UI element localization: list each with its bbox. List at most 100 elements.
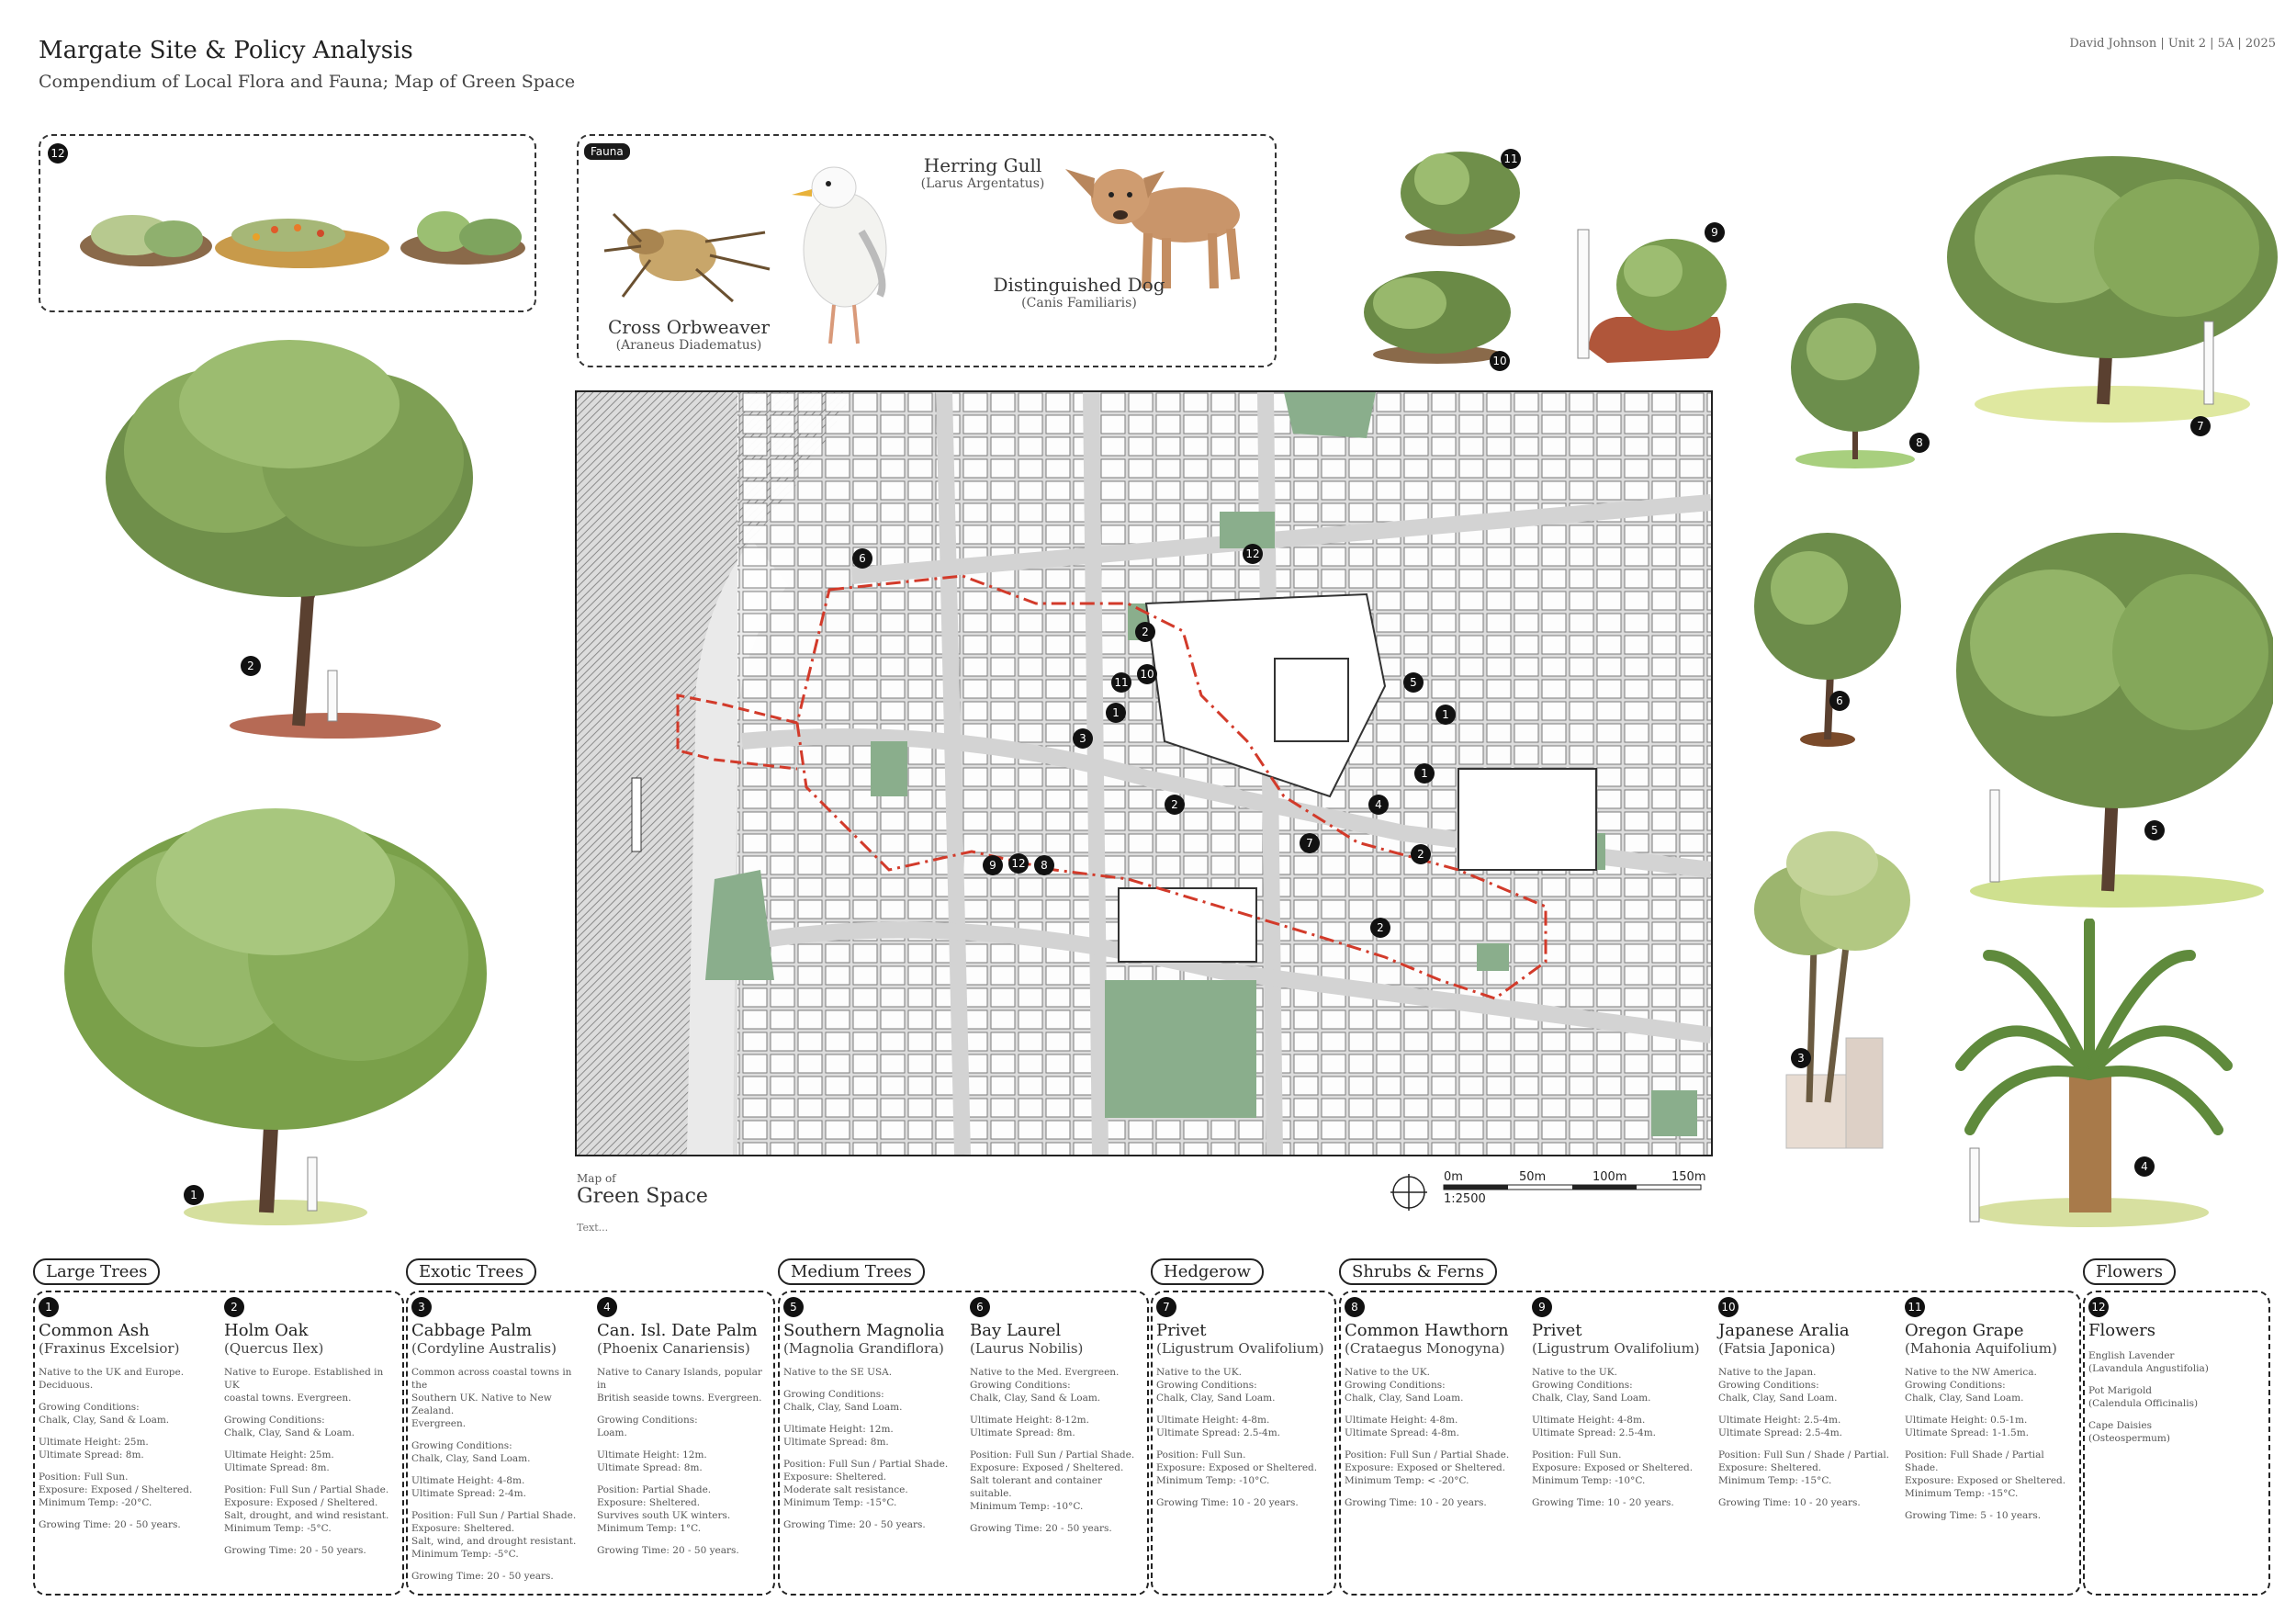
map-marker[interactable]: 8 (1034, 855, 1054, 875)
japanese-aralia-illustration (1364, 271, 1511, 364)
species-number: 12 (2088, 1297, 2109, 1317)
date-palm-illustration (1955, 919, 2233, 1227)
species-position: Position: Full Sun / Partial Shade. Expo… (783, 1459, 949, 1508)
species-size: Ultimate Height: 4-8m. Ultimate Spread: … (1345, 1415, 1459, 1438)
species-conditions: Growing Conditions: Chalk, Clay, Sand & … (224, 1415, 355, 1438)
gull-name: Herring Gull (923, 154, 1042, 176)
privet-marker-9: 9 (1705, 222, 1725, 242)
species-growing: Growing Time: 10 - 20 years. (1345, 1497, 1487, 1508)
bay-laurel-illustration (1754, 533, 1901, 747)
species-native: Native to the Japan. Growing Conditions:… (1718, 1367, 1838, 1404)
map-marker[interactable]: 2 (1165, 795, 1185, 815)
map-marker[interactable]: 5 (1403, 672, 1424, 693)
section-medium-trees: Medium Trees (778, 1258, 925, 1285)
species-latin: (Ligustrum Ovalifolium) (1156, 1340, 1324, 1357)
species-latin: (Laurus Nobilis) (970, 1340, 1084, 1357)
common-ash-marker: 1 (184, 1185, 204, 1205)
species-entry-flowers: 12 Flowers English Lavender (Lavandula A… (2088, 1297, 2263, 1454)
species-name: Privet (1532, 1321, 1582, 1340)
species-native: Native to the UK. Growing Conditions: Ch… (1345, 1367, 1464, 1404)
dog-latin: (Canis Familiaris) (1021, 296, 1137, 310)
spider-latin: (Araneus Diadematus) (615, 338, 762, 353)
map-marker[interactable]: 2 (1411, 844, 1431, 864)
species-number: 7 (1156, 1297, 1176, 1317)
species-number: 6 (970, 1297, 990, 1317)
fauna-box: Fauna Cross Orbweaver (Araneus Diadematu… (577, 134, 1277, 367)
map-marker[interactable]: 7 (1300, 833, 1320, 853)
flowers-box: 12 (39, 134, 536, 312)
species-entry-cabbage-palm: 3 Cabbage Palm (Cordyline Australis) Com… (411, 1297, 586, 1592)
species-size: Ultimate Height: 12m. Ultimate Spread: 8… (597, 1449, 707, 1473)
species-number: 10 (1718, 1297, 1739, 1317)
species-name: Common Ash (39, 1321, 150, 1340)
map-marker[interactable]: 1 (1414, 763, 1435, 784)
species-growing: Growing Time: 20 - 50 years. (970, 1523, 1112, 1534)
species-native: Native to Canary Islands, popular in Bri… (597, 1367, 762, 1404)
species-size: Ultimate Height: 8-12m. Ultimate Spread:… (970, 1415, 1089, 1438)
hawthorn-marker: 8 (1909, 433, 1930, 453)
dog-name: Distinguished Dog (993, 274, 1165, 296)
card-medium-trees (778, 1291, 1149, 1596)
species-conditions: Growing Conditions: Chalk, Clay, Sand Lo… (411, 1440, 531, 1464)
species-position: Position: Partial Shade. Exposure: Shelt… (597, 1484, 731, 1534)
southern-magnolia-marker: 5 (2144, 820, 2165, 840)
species-entry-holm-oak: 2 Holm Oak (Quercus Ilex) Native to Euro… (224, 1297, 399, 1566)
species-size: Ultimate Height: 4-8m. Ultimate Spread: … (1156, 1415, 1280, 1438)
map-marker[interactable]: 9 (983, 855, 1003, 875)
species-entry-common-hawthorn: 8 Common Hawthorn (Crataegus Monogyna) N… (1345, 1297, 1519, 1518)
species-entry-privet-shrub: 9 Privet (Ligustrum Ovalifolium) Native … (1532, 1297, 1706, 1518)
species-position: Position: Full Sun / Partial Shade. Expo… (411, 1510, 577, 1560)
scale-ratio: 1:2500 (1444, 1192, 1486, 1206)
section-exotic-trees: Exotic Trees (406, 1258, 537, 1285)
species-latin: (Quercus Ilex) (224, 1340, 324, 1357)
species-size: Ultimate Height: 12m. Ultimate Spread: 8… (783, 1424, 894, 1448)
card-exotic-trees (406, 1291, 775, 1596)
map-marker[interactable]: 10 (1137, 664, 1157, 684)
species-position: Position: Full Sun / Partial Shade. Expo… (1345, 1449, 1510, 1486)
map-marker[interactable]: 1 (1435, 705, 1456, 725)
card-flowers (2083, 1291, 2270, 1596)
map-marker[interactable]: 2 (1370, 918, 1390, 938)
north-arrow-and-scale (1390, 1174, 1702, 1211)
species-latin: (Ligustrum Ovalifolium) (1532, 1340, 1700, 1357)
cabbage-palm-marker: 3 (1791, 1048, 1811, 1068)
privet-hedge-illustration (1577, 229, 1727, 363)
species-growing: Growing Time: 10 - 20 years. (1156, 1497, 1299, 1508)
card-large-trees (33, 1291, 404, 1596)
species-position: Position: Full Shade / Partial Shade. Ex… (1905, 1449, 2066, 1499)
map-marker[interactable]: 12 (1008, 853, 1029, 874)
species-size: Ultimate Height: 4-8m. Ultimate Spread: … (411, 1475, 526, 1499)
bay-laurel-marker: 6 (1829, 691, 1850, 711)
green-space-map[interactable]: 6 12 2 11 10 1 3 5 1 1 2 4 7 9 12 8 2 2 (575, 390, 1713, 1156)
species-conditions: Growing Conditions: Chalk, Clay, Sand Lo… (783, 1389, 903, 1413)
map-svg (577, 392, 1711, 1155)
map-text: Text... (577, 1222, 609, 1234)
map-marker[interactable]: 6 (852, 548, 872, 569)
holm-oak-illustration (106, 340, 473, 739)
species-growing: Growing Time: 20 - 50 years. (224, 1545, 366, 1556)
map-marker[interactable]: 3 (1073, 728, 1093, 749)
species-position: Position: Full Sun / Shade / Partial. Ex… (1718, 1449, 1890, 1486)
scale-50: 50m (1519, 1170, 1547, 1184)
map-marker[interactable]: 1 (1106, 703, 1126, 723)
flower-lavender: English Lavender (Lavandula Angustifolia… (2088, 1350, 2209, 1374)
species-size: Ultimate Height: 25m. Ultimate Spread: 8… (224, 1449, 334, 1473)
scale-100: 100m (1593, 1170, 1627, 1184)
species-growing: Growing Time: 20 - 50 years. (783, 1519, 926, 1530)
species-native: Native to the UK and Europe. Deciduous. (39, 1367, 185, 1391)
species-latin: (Crataegus Monogyna) (1345, 1340, 1505, 1357)
species-number: 2 (224, 1297, 244, 1317)
species-entry-oregon-grape: 11 Oregon Grape (Mahonia Aquifolium) Nat… (1905, 1297, 2079, 1531)
fauna-tag: Fauna (584, 143, 630, 160)
species-number: 1 (39, 1297, 59, 1317)
species-growing: Growing Time: 20 - 50 years. (39, 1519, 181, 1530)
species-growing: Growing Time: 10 - 20 years. (1532, 1497, 1674, 1508)
map-marker[interactable]: 11 (1111, 672, 1131, 693)
species-native: Native to the NW America. Growing Condit… (1905, 1367, 2037, 1404)
privet-marker-7: 7 (2190, 416, 2211, 436)
map-marker[interactable]: 2 (1135, 622, 1155, 642)
map-marker[interactable]: 12 (1243, 544, 1263, 564)
map-marker[interactable]: 4 (1368, 795, 1389, 815)
species-entry-date-palm: 4 Can. Isl. Date Palm (Phoenix Canariens… (597, 1297, 771, 1566)
flower-marigold: Pot Marigold (Calendula Officinalis) (2088, 1385, 2199, 1409)
